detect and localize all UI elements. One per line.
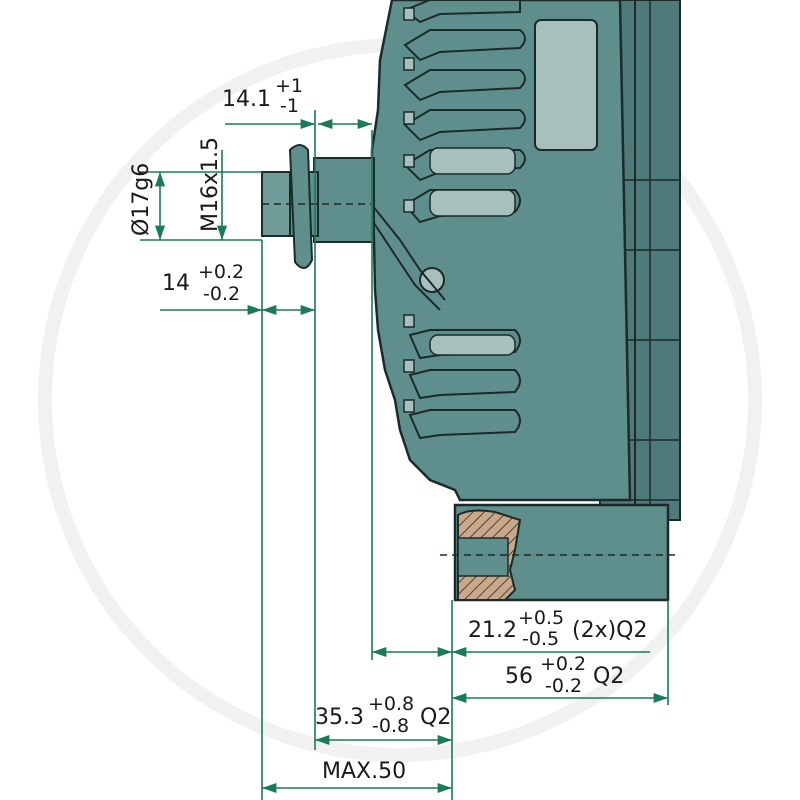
shaft-assembly [261, 144, 375, 269]
fin-faces [429, 147, 516, 356]
housing-bolts [403, 7, 415, 413]
dim-14-tol-plus: +0.2 [198, 261, 244, 283]
dim-21-2: 21.2 +0.5 -0.5 (2x)Q2 [468, 607, 648, 650]
dim-14-1: 14.1 +1 -1 [222, 75, 303, 117]
dim-14-1-tol-minus: -1 [280, 95, 299, 117]
washer [288, 144, 314, 269]
dim-35-3-suffix: Q2 [420, 705, 451, 730]
dim-56-tol-minus: -0.2 [545, 675, 582, 697]
dim-21-2-tol-plus: +0.5 [518, 607, 564, 629]
dim-m16-label: M16x1.5 [198, 137, 223, 232]
dim-35-3-value: 35.3 [315, 705, 364, 730]
dimension-lines [140, 110, 669, 800]
dim-35-3: 35.3 +0.8 -0.8 Q2 [315, 693, 451, 737]
housing-hole [419, 267, 445, 293]
dim-14-tol-minus: -0.2 [203, 283, 240, 305]
dim-56-value: 56 [505, 664, 533, 689]
dim-35-3-tol-plus: +0.8 [368, 693, 414, 715]
dim-21-2-tol-minus: -0.5 [522, 628, 559, 650]
dim-17g6-label: Ø17g6 [129, 163, 154, 236]
shaft-collar [313, 157, 375, 243]
dim-14-value: 14 [162, 271, 190, 296]
dim-14-1-tol-plus: +1 [275, 75, 303, 97]
dim-14: 14 +0.2 -0.2 [162, 261, 244, 305]
dim-21-2-value: 21.2 [468, 618, 517, 643]
dim-56-tol-plus: +0.2 [540, 653, 586, 675]
alternator-housing [370, 0, 681, 602]
dim-35-3-tol-minus: -0.8 [372, 715, 409, 737]
dim-14-1-value: 14.1 [222, 87, 271, 112]
dim-21-2-suffix: (2x)Q2 [572, 618, 648, 643]
inspection-window [534, 19, 598, 151]
dim-56-suffix: Q2 [593, 664, 624, 689]
dim-max50-label: MAX.50 [322, 759, 406, 784]
dim-56: 56 +0.2 -0.2 Q2 [505, 653, 624, 697]
